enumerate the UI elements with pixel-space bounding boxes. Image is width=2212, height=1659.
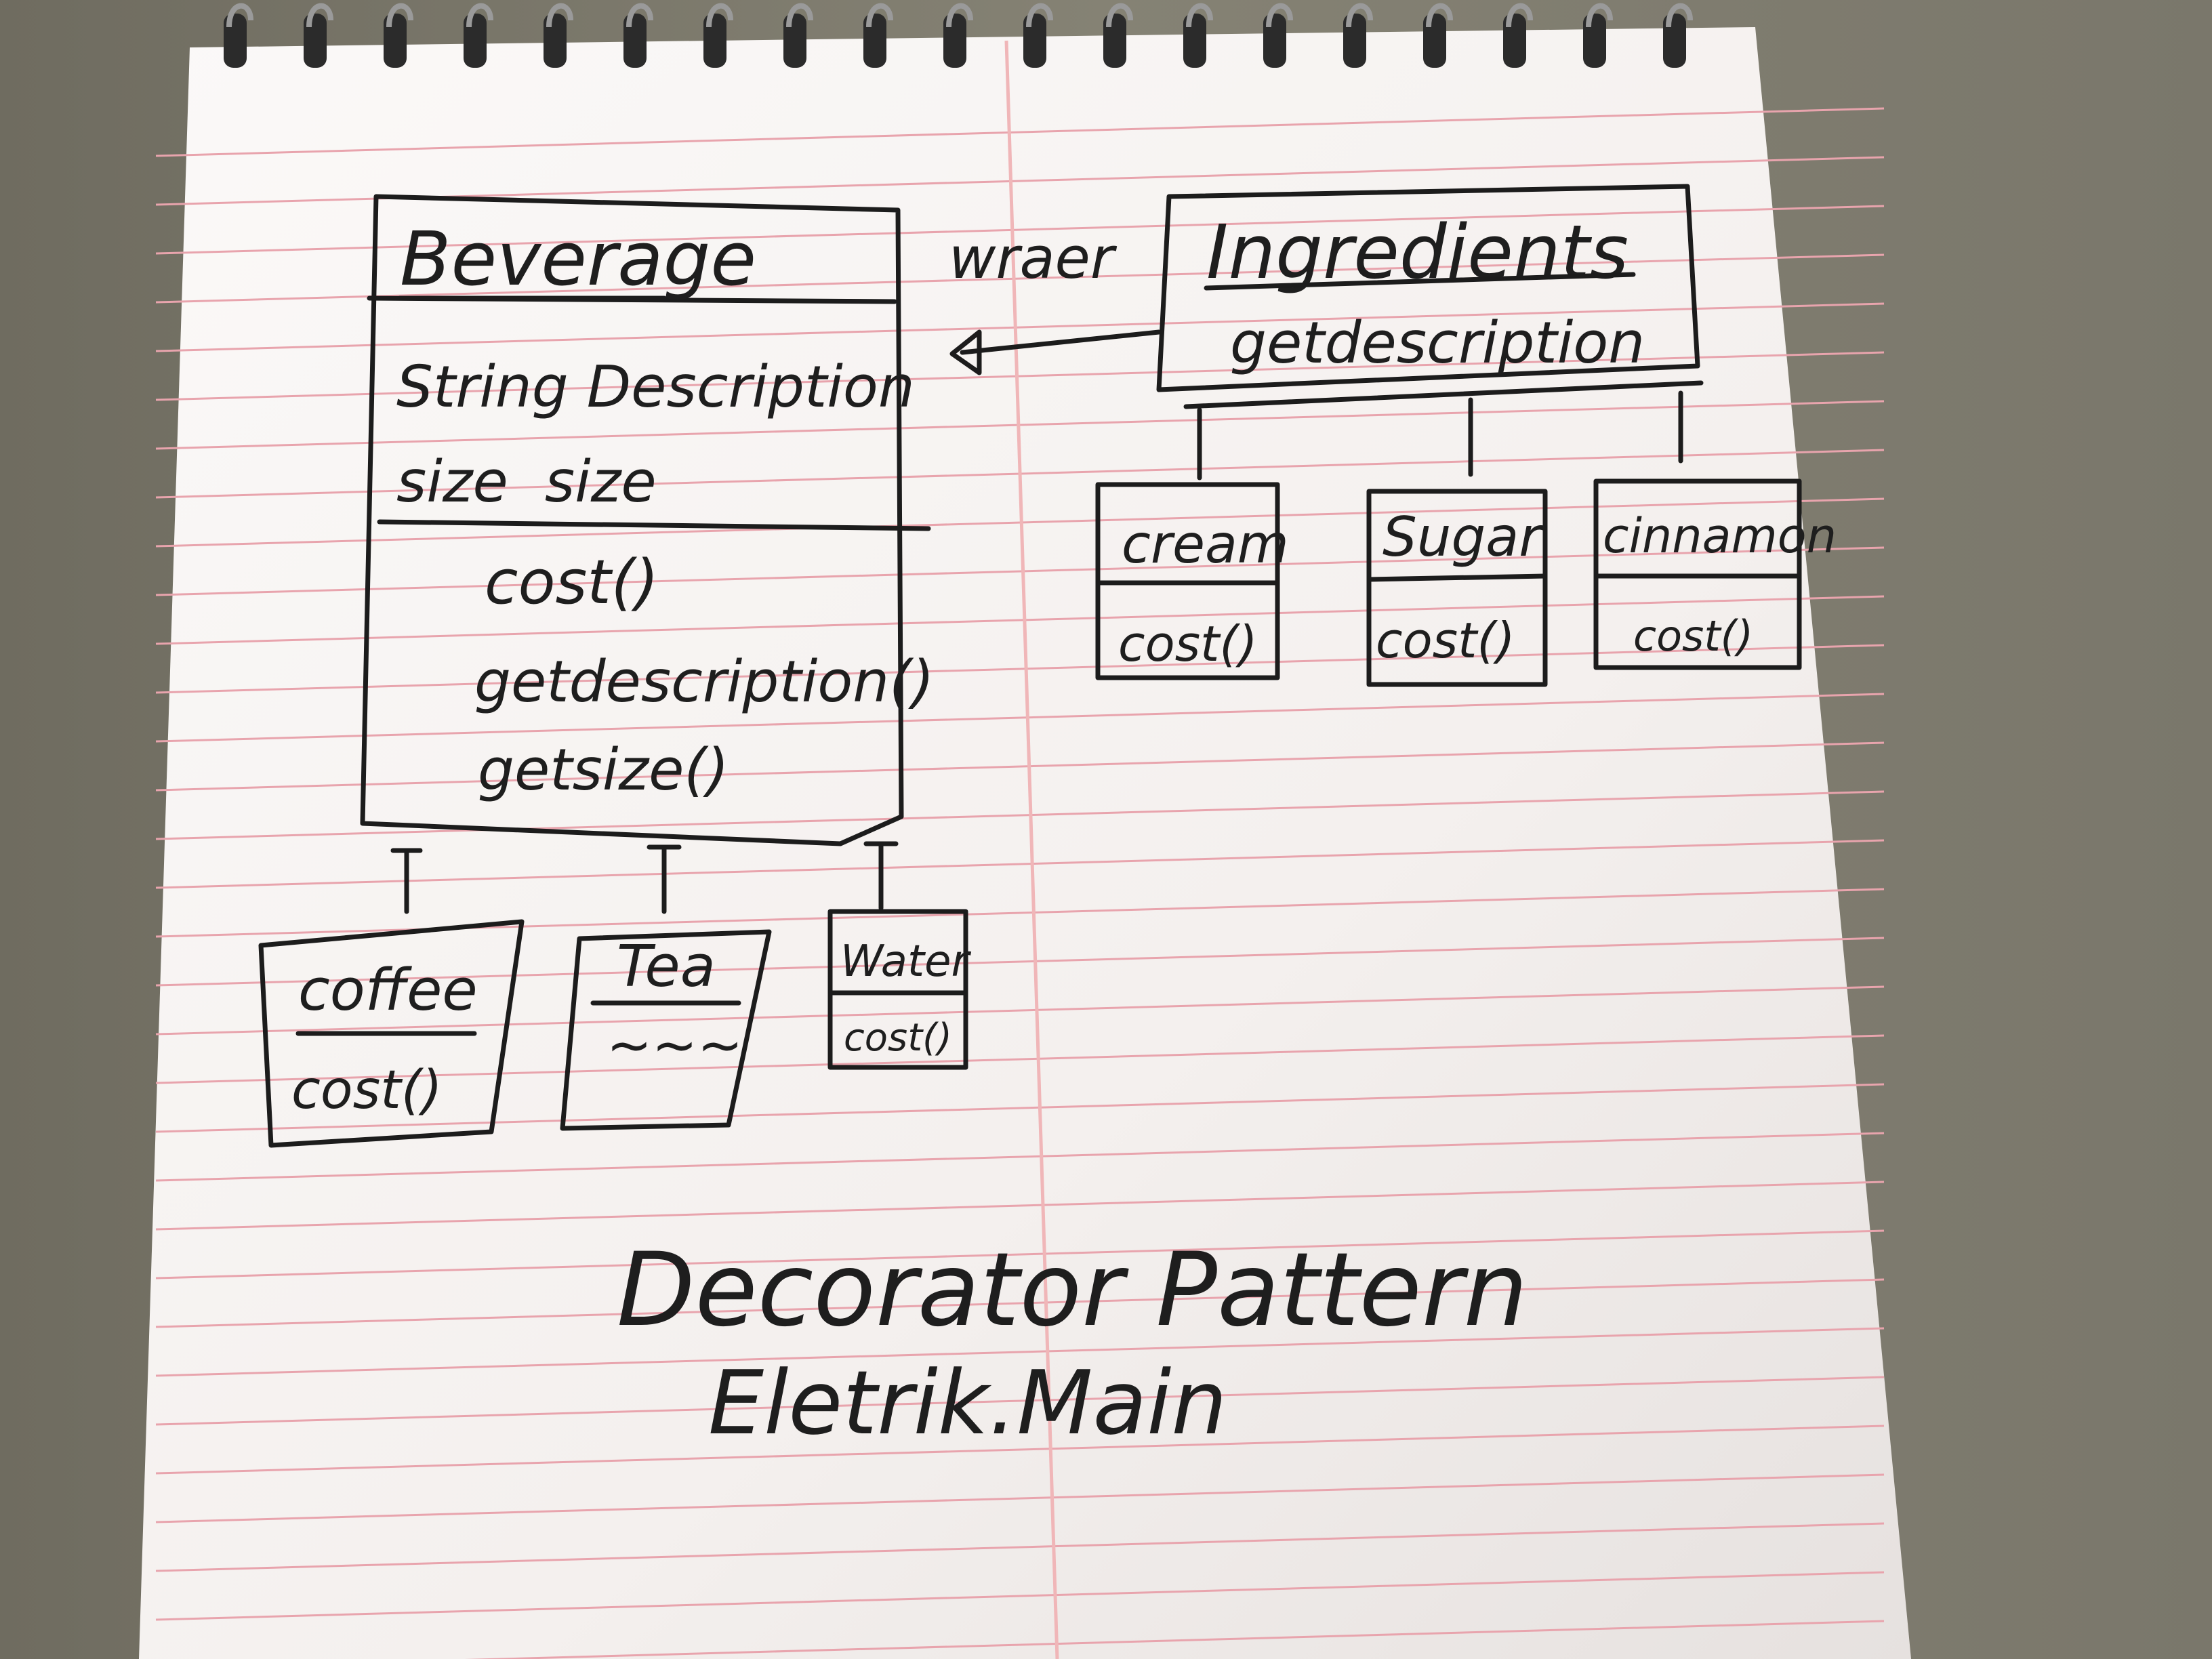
- ingredients-title-underline: [1204, 272, 1636, 291]
- rule-line: [155, 1327, 1885, 1377]
- rule-line: [155, 302, 1885, 352]
- rule-line: [155, 1229, 1885, 1279]
- water-box: [827, 909, 968, 1070]
- spiral-wire: [1346, 3, 1373, 28]
- coffee-title: coffee: [298, 957, 478, 1024]
- rule-line: [155, 1473, 1885, 1523]
- rule-line: [155, 1571, 1885, 1621]
- rule-line: [155, 1278, 1885, 1328]
- rule-line: [155, 1522, 1885, 1572]
- beverage-title: Beverage: [400, 216, 756, 302]
- rule-line: [155, 937, 1885, 987]
- tea-box: [560, 929, 772, 1131]
- tea-class: Tea ~~~: [560, 929, 772, 1131]
- tea-method: ~~~: [607, 1014, 743, 1077]
- spiral-wire: [1506, 3, 1533, 28]
- spiral-wire: [1186, 3, 1213, 28]
- spiral-wire: [1266, 3, 1293, 28]
- rule-line: [155, 1034, 1885, 1084]
- rule-line: [155, 351, 1885, 401]
- ingredients-class: Ingredients getdescription: [1156, 184, 1700, 392]
- rule-line: [155, 693, 1885, 743]
- beverage-field-1: String Description: [396, 354, 915, 421]
- cinnamon-title: cinnamon: [1603, 508, 1837, 564]
- water-class: Water cost(): [827, 909, 971, 1070]
- spiral-wire: [386, 3, 413, 28]
- beverage-class: Beverage String Description size size co…: [360, 194, 935, 846]
- spiral-wire: [466, 3, 493, 28]
- spiral-wire: [1426, 3, 1453, 28]
- rule-line: [155, 1376, 1885, 1426]
- rule-line: [155, 985, 1885, 1036]
- rule-line: [155, 741, 1885, 792]
- rule-line: [155, 839, 1885, 889]
- spiral-binding: [224, 3, 1693, 68]
- cinnamon-class: cinnamon cost(): [1593, 478, 1837, 670]
- wraps-arrow-head: [949, 329, 982, 375]
- sugar-divider: [1366, 573, 1548, 582]
- sugar-title: Sugar: [1382, 506, 1544, 569]
- cream-title: cream: [1122, 514, 1289, 575]
- caption-author: Eletrik.Main: [708, 1351, 1227, 1454]
- rule-line: [155, 1425, 1885, 1475]
- ingredients-method: getdescription: [1230, 310, 1645, 377]
- rule-line: [155, 205, 1885, 255]
- cinnamon-method: cost(): [1633, 611, 1753, 661]
- beverage-inheritance: [390, 841, 899, 914]
- spiral-wire: [946, 3, 973, 28]
- rule-line: [155, 253, 1885, 304]
- margin-line: [1004, 40, 1059, 1659]
- rule-line: [155, 1132, 1885, 1182]
- sugar-class: Sugar cost(): [1366, 489, 1548, 687]
- caption-title: Decorator Pattern: [617, 1231, 1528, 1349]
- water-method: cost(): [844, 1016, 952, 1060]
- spiral-wire: [1106, 3, 1133, 28]
- beverage-field-2: size size: [396, 449, 657, 516]
- spiral-wire: [1026, 3, 1053, 28]
- water-title: Water: [840, 937, 971, 987]
- spiral-wire: [306, 3, 333, 28]
- ingredients-inheritance: [1183, 380, 1704, 480]
- coffee-box: [258, 919, 525, 1148]
- rule-line: [155, 1083, 1885, 1133]
- spiral-wire: [866, 3, 893, 28]
- spiral-wire: [706, 3, 733, 28]
- wraps-arrow-line: [960, 329, 1162, 355]
- spiral-wire: [1666, 3, 1693, 28]
- spiral-wire: [1586, 3, 1613, 28]
- notebook-page: [139, 27, 1911, 1659]
- beverage-method-1: cost(): [485, 547, 659, 618]
- spiral-wire: [226, 3, 253, 28]
- wraps-label: wraer: [949, 225, 1118, 292]
- tea-title: Tea: [617, 933, 716, 1000]
- rule-line: [464, 1620, 1885, 1659]
- cream-method: cost(): [1118, 615, 1258, 672]
- cream-class: cream cost(): [1095, 482, 1289, 680]
- beverage-box: [360, 194, 904, 846]
- beverage-fields-divider: [377, 519, 931, 531]
- rule-line: [155, 107, 1885, 157]
- beverage-method-3: getsize(): [478, 737, 729, 804]
- ingredients-box: [1156, 184, 1700, 392]
- rule-line: [155, 790, 1885, 840]
- spiral-wire: [626, 3, 653, 28]
- spiral-wire: [786, 3, 813, 28]
- spiral-wire: [546, 3, 573, 28]
- sugar-box: [1366, 489, 1548, 687]
- rule-line: [155, 1181, 1885, 1231]
- sugar-method: cost(): [1376, 612, 1515, 669]
- ingredients-hierarchy-bar: [1183, 380, 1704, 409]
- coffee-method: cost(): [291, 1060, 443, 1121]
- coffee-class: coffee cost(): [258, 919, 525, 1148]
- wraps-association: wraer: [949, 225, 1162, 375]
- beverage-method-2: getdescription(): [474, 649, 935, 716]
